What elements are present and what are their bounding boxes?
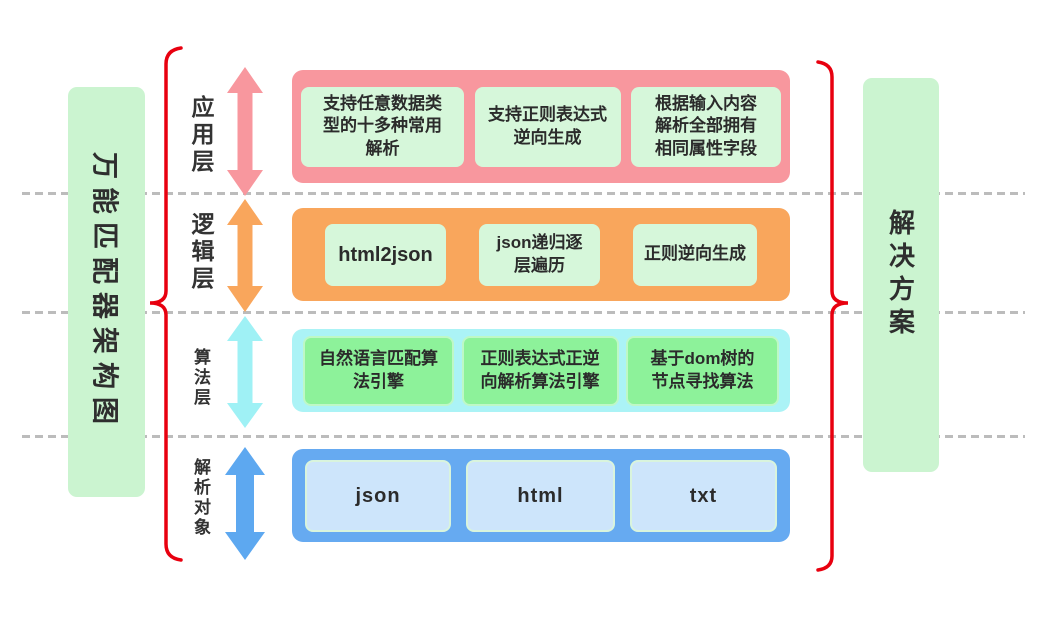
- architecture-title-text: 万能匹配器架构图: [89, 152, 119, 432]
- logic-item-2: json递归逐 层遍历: [479, 223, 600, 286]
- left-brace: [149, 46, 183, 562]
- application-item-2: 支持正则表达式 逆向生成: [474, 86, 621, 167]
- parse-object-item-txt: txt: [630, 459, 777, 532]
- architecture-title-panel: 万能匹配器架构图: [68, 87, 145, 497]
- logic-item-1: html2json: [325, 223, 446, 286]
- layer-label-logic: 逻辑层: [188, 212, 214, 293]
- application-item-1: 支持任意数据类 型的十多种常用 解析: [301, 86, 464, 167]
- parse-object-item-json: json: [305, 459, 451, 532]
- algorithm-item-1: 自然语言匹配算 法引擎: [303, 335, 454, 406]
- layer-label-algorithm: 算法层: [191, 348, 210, 408]
- logic-layer-row: html2json json递归逐 层遍历 正则逆向生成: [292, 208, 790, 301]
- layer-label-application: 应用层: [188, 95, 214, 176]
- parse-object-item-html: html: [466, 459, 615, 532]
- solution-panel-text: 解决方案: [885, 209, 916, 341]
- separator-dashed-line-2: [22, 311, 1025, 314]
- application-item-3: 根据输入内容 解析全部拥有 相同属性字段: [631, 86, 781, 167]
- application-layer-arrow-icon: [227, 67, 263, 196]
- solution-panel: 解决方案: [863, 78, 939, 472]
- algorithm-item-3: 基于dom树的 节点寻找算法: [626, 335, 779, 406]
- right-brace: [816, 60, 849, 572]
- algorithm-layer-arrow-icon: [227, 316, 263, 428]
- parse-object-arrow-icon: [225, 447, 265, 560]
- separator-dashed-line-3: [22, 435, 1025, 438]
- separator-dashed-line-1: [22, 192, 1025, 195]
- layer-label-parse-object: 解析对象: [191, 458, 210, 538]
- logic-layer-arrow-icon: [227, 199, 263, 312]
- algorithm-item-2: 正则表达式正逆 向解析算法引擎: [461, 335, 619, 406]
- application-layer-row: 支持任意数据类 型的十多种常用 解析 支持正则表达式 逆向生成 根据输入内容 解…: [292, 70, 790, 183]
- parse-object-row: json html txt: [292, 449, 790, 542]
- algorithm-layer-row: 自然语言匹配算 法引擎 正则表达式正逆 向解析算法引擎 基于dom树的 节点寻找…: [292, 329, 790, 412]
- logic-item-3: 正则逆向生成: [633, 223, 757, 286]
